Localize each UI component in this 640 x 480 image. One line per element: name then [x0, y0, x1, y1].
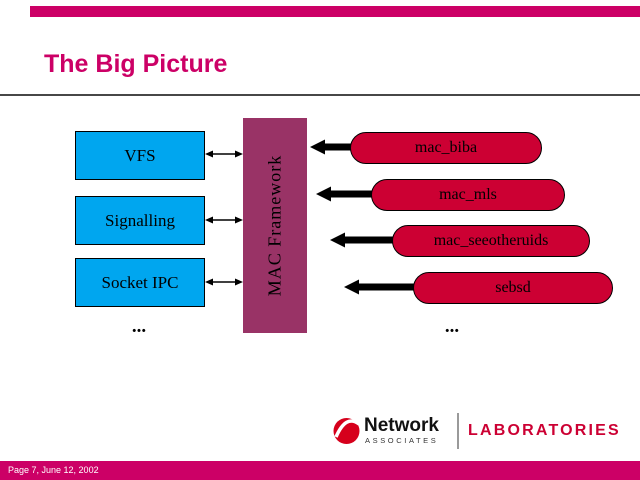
- top-accent-bar: [30, 6, 640, 17]
- footer-bar: Page 7, June 12, 2002: [0, 461, 640, 480]
- double-arrow-icon: [205, 276, 243, 288]
- thick-arrow-icon: [316, 185, 372, 203]
- thick-arrow-icon: [310, 138, 352, 156]
- policy-pill-mac-mls: mac_mls: [371, 179, 565, 211]
- title-divider: [0, 94, 640, 96]
- policy-pill-label: mac_biba: [414, 139, 478, 156]
- policy-pill-mac-biba: mac_biba: [350, 132, 542, 164]
- policy-pill-sebsd: sebsd: [413, 272, 613, 304]
- policy-pill-mac-seeotheruids: mac_seeotheruids: [392, 225, 590, 257]
- thick-arrow-icon: [344, 278, 414, 296]
- subsystem-box-vfs: VFS: [75, 131, 205, 180]
- subsystem-box-label: Signalling: [105, 210, 175, 230]
- thick-arrow-icon: [330, 231, 393, 249]
- mac-framework-label: MAC Framework: [264, 154, 285, 297]
- network-associates-logo: Network ASSOCIATES LABORATORIES: [333, 413, 623, 451]
- subsystem-box-socket-ipc: Socket IPC: [75, 258, 205, 307]
- logo-brand-subtext: ASSOCIATES: [365, 436, 439, 445]
- right-ellipsis: ...: [444, 316, 460, 337]
- mac-framework-box: MAC Framework: [243, 118, 307, 333]
- logo-brand-text: Network: [364, 415, 439, 436]
- policy-pill-label: mac_mls: [439, 186, 497, 203]
- subsystem-box-label: VFS: [124, 145, 156, 165]
- subsystem-box-label: Socket IPC: [101, 272, 179, 292]
- double-arrow-icon: [205, 214, 243, 226]
- policy-pill-label: mac_seeotheruids: [433, 232, 549, 249]
- left-ellipsis: ...: [131, 316, 147, 337]
- logo-laboratories-text: LABORATORIES: [468, 422, 621, 439]
- slide-title: The Big Picture: [44, 50, 228, 78]
- footer-page-text: Page 7, June 12, 2002: [8, 465, 99, 475]
- double-arrow-icon: [205, 148, 243, 160]
- logo-divider: [457, 413, 459, 449]
- policy-pill-label: sebsd: [495, 279, 531, 296]
- subsystem-box-signalling: Signalling: [75, 196, 205, 245]
- network-associates-logo-icon: [333, 416, 361, 450]
